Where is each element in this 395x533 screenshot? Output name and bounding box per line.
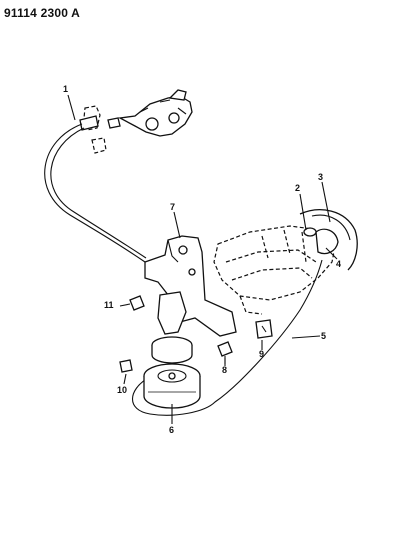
throttle-linkage: [83, 89, 193, 154]
callout-11: 11: [104, 300, 114, 310]
callout-6: 6: [169, 425, 174, 435]
callout-10: 10: [117, 385, 127, 395]
callout-2: 2: [295, 183, 300, 193]
speed-control-servo: [143, 336, 201, 409]
callout-3: 3: [318, 172, 323, 182]
bracket: [144, 235, 237, 337]
callout-1: 1: [63, 84, 68, 94]
diagram-code: 91114 2300 A: [4, 6, 81, 20]
callout-4: 4: [336, 259, 341, 269]
leader-lines: [67, 94, 338, 424]
callout-7: 7: [170, 202, 175, 212]
servo-cable: [132, 259, 323, 416]
callout-5: 5: [321, 331, 326, 341]
callout-9: 9: [259, 349, 264, 359]
vehicle-body-outline: [213, 209, 358, 315]
accelerator-cable: [44, 115, 147, 263]
callout-8: 8: [222, 365, 227, 375]
